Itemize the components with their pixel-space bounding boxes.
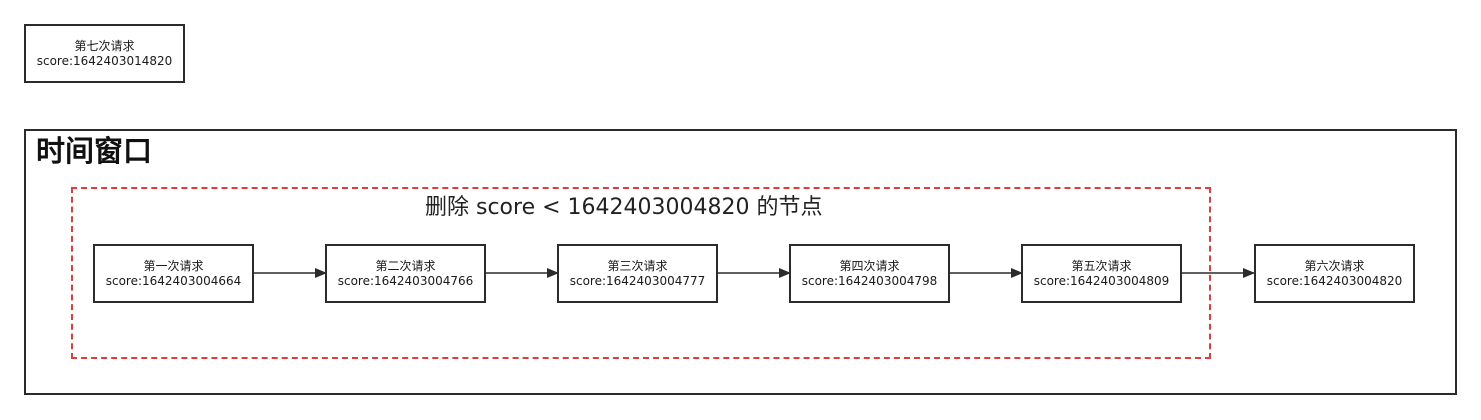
request-label: 第三次请求 [607,258,668,273]
request-label: 第六次请求 [1304,258,1365,273]
pending-request-score: score:1642403014820 [36,53,173,68]
pending-request-node[interactable]: 第七次请求 score:1642403014820 [24,24,185,83]
request-score: score:1642403004766 [337,273,474,288]
request-node-2[interactable]: 第二次请求 score:1642403004766 [325,244,486,303]
pending-request-label: 第七次请求 [74,38,135,53]
time-window-title: 时间窗口 [36,134,153,168]
request-score: score:1642403004664 [105,273,242,288]
request-node-1[interactable]: 第一次请求 score:1642403004664 [93,244,254,303]
request-node-3[interactable]: 第三次请求 score:1642403004777 [557,244,718,303]
request-label: 第二次请求 [375,258,436,273]
request-score: score:1642403004798 [801,273,938,288]
request-node-5[interactable]: 第五次请求 score:1642403004809 [1021,244,1182,303]
time-window-frame [24,129,1457,395]
request-label: 第五次请求 [1071,258,1132,273]
request-node-6[interactable]: 第六次请求 score:1642403004820 [1254,244,1415,303]
request-label: 第一次请求 [143,258,204,273]
delete-zone-caption: 删除 score < 1642403004820 的节点 [425,195,823,220]
request-score: score:1642403004820 [1266,273,1403,288]
request-score: score:1642403004809 [1033,273,1170,288]
request-score: score:1642403004777 [569,273,706,288]
request-label: 第四次请求 [839,258,900,273]
request-node-4[interactable]: 第四次请求 score:1642403004798 [789,244,950,303]
